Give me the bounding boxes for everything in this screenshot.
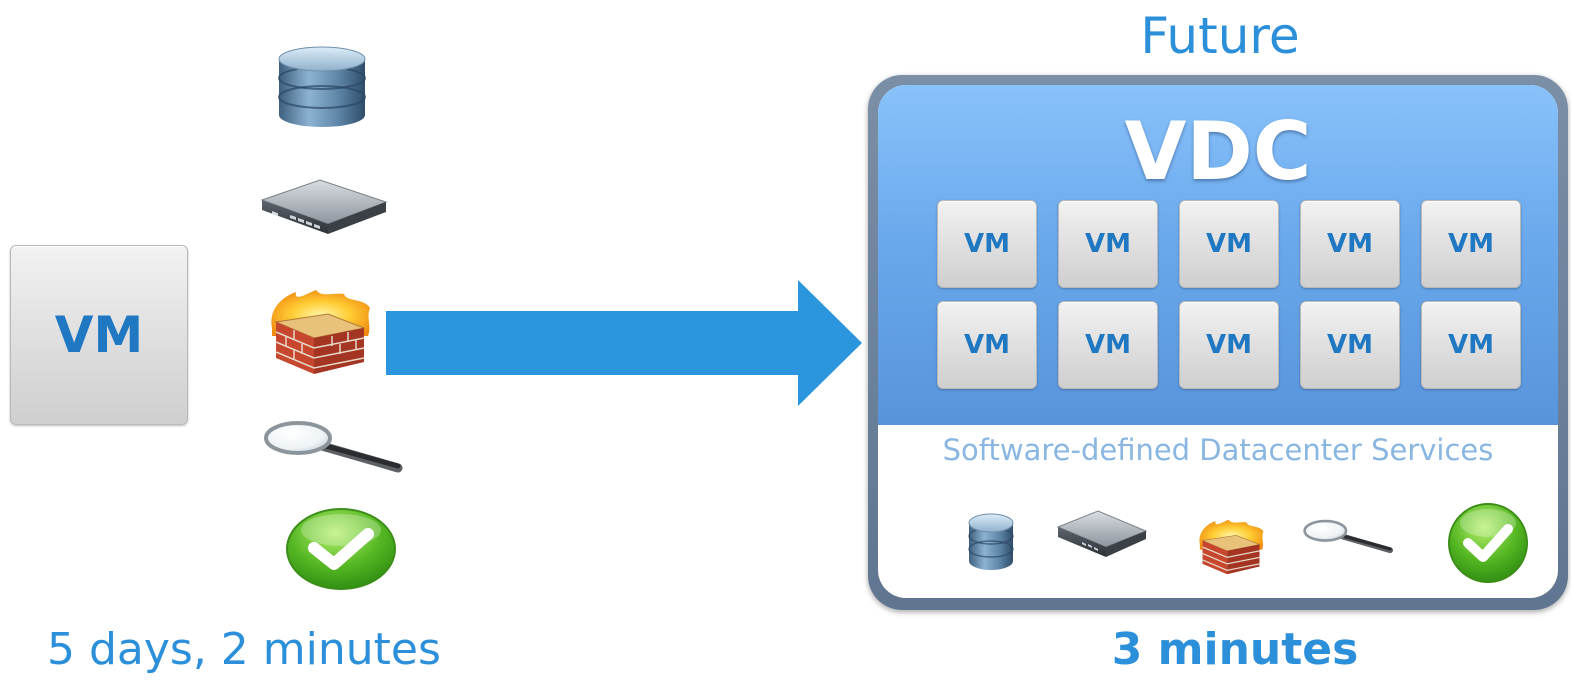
vm-tile: VM <box>1421 200 1521 288</box>
firewall-icon <box>271 290 370 374</box>
future-duration-caption: 3 minutes <box>1111 624 1359 675</box>
vm-tile: VM <box>10 245 188 425</box>
vm-tile: VM <box>1421 301 1521 389</box>
checkmark-icon <box>286 508 396 590</box>
current-duration-caption: 5 days, 2 minutes <box>47 624 441 675</box>
vm-label: VM <box>54 306 144 364</box>
magnifier-icon <box>1303 519 1394 554</box>
vm-tile: VM <box>1058 301 1158 389</box>
vm-label: VM <box>1448 229 1494 259</box>
vm-tile: VM <box>1300 200 1400 288</box>
database-icon <box>968 513 1014 570</box>
transition-arrow <box>386 280 862 406</box>
vm-label: VM <box>1206 229 1252 259</box>
vm-label: VM <box>964 330 1010 360</box>
magnifier-icon <box>264 421 403 473</box>
vm-tile: VM <box>937 200 1037 288</box>
vm-label: VM <box>1085 330 1131 360</box>
vm-tile: VM <box>1300 301 1400 389</box>
checkmark-icon <box>1448 503 1528 583</box>
future-heading: Future <box>1140 7 1300 65</box>
vm-label: VM <box>964 229 1010 259</box>
vm-label: VM <box>1327 330 1373 360</box>
vm-tile: VM <box>1179 200 1279 288</box>
vm-label: VM <box>1085 229 1131 259</box>
network-switch-icon <box>260 179 388 234</box>
vm-tile: VM <box>1058 200 1158 288</box>
database-icon <box>278 46 366 127</box>
vdc-title: VDC <box>1124 105 1312 198</box>
vm-tile: VM <box>937 301 1037 389</box>
firewall-icon <box>1199 519 1264 575</box>
vm-label: VM <box>1448 330 1494 360</box>
vm-label: VM <box>1206 330 1252 360</box>
vdc-blue-area: VDC VM VM VM VM VM VM VM VM VM VM <box>878 85 1558 425</box>
network-switch-icon <box>1056 510 1148 557</box>
vdc-panel: VDC VM VM VM VM VM VM VM VM VM VM Softwa… <box>878 85 1558 598</box>
services-label: Software-defined Datacenter Services <box>942 433 1494 467</box>
vm-tile: VM <box>1179 301 1279 389</box>
vm-label: VM <box>1327 229 1373 259</box>
